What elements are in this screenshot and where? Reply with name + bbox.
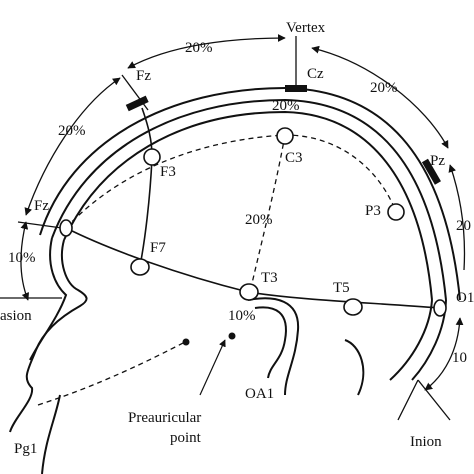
- label-pg1: Pg1: [14, 441, 37, 457]
- electrode-t3: [239, 283, 259, 301]
- inion-line-2: [417, 379, 451, 421]
- arc-vertex-pz: [311, 45, 449, 149]
- ear-inner: [254, 306, 287, 379]
- label-inion: Inion: [410, 434, 442, 450]
- label-f7: F7: [150, 240, 166, 256]
- arc-right-twenty: [448, 164, 466, 271]
- arc-fz-front: [24, 77, 121, 216]
- label-preauricular-2: point: [170, 430, 202, 446]
- inion-line: [397, 379, 419, 421]
- pct-middle: 20%: [245, 212, 273, 228]
- electrode-fz-side: [59, 219, 73, 237]
- ear-dot: [228, 332, 236, 340]
- label-t3: T3: [261, 270, 278, 286]
- label-fz-side: Fz: [34, 198, 49, 214]
- preauricular-dot: [182, 338, 190, 346]
- arc-ten-right: [424, 317, 464, 391]
- label-oa1: OA1: [245, 386, 274, 402]
- skull-arc-2: [51, 98, 447, 301]
- pct-right-10: 10: [452, 350, 467, 366]
- fz-side-tick: [17, 221, 63, 229]
- f3-f7-line: [139, 157, 153, 267]
- circumference-dashed: [65, 134, 397, 229]
- pct-left-10: 10%: [8, 250, 36, 266]
- ear-outer: [247, 297, 300, 396]
- pct-top-right: 20%: [370, 80, 398, 96]
- pct-inner-arc: 20%: [272, 98, 300, 114]
- cz-t3-dashed: [249, 134, 286, 293]
- arc-fz-vertex: [127, 34, 286, 69]
- pct-right-20: 20: [456, 218, 471, 234]
- electrode-f7: [130, 258, 150, 276]
- pz-marker: [421, 158, 441, 185]
- label-f3: F3: [160, 164, 176, 180]
- electrode-f3: [143, 148, 161, 166]
- occipital-inner: [389, 299, 433, 381]
- pct-top-left: 20%: [185, 40, 213, 56]
- label-preauricular-1: Preauricular: [128, 410, 201, 426]
- pct-ear-10: 10%: [228, 308, 256, 324]
- label-nasion: asion: [0, 308, 32, 324]
- preauricular-arrow: [199, 339, 226, 396]
- skull-outer-arc: [39, 86, 461, 301]
- fz-marker: [125, 95, 149, 112]
- pct-upper-left: 20%: [58, 123, 86, 139]
- label-o1: O1: [456, 290, 474, 306]
- electrode-o1: [433, 299, 447, 317]
- label-vertex: Vertex: [286, 20, 326, 36]
- label-fz-top: Fz: [136, 68, 151, 84]
- label-cz: Cz: [307, 66, 324, 82]
- label-p3: P3: [365, 203, 381, 219]
- arc-ten-left: [20, 221, 30, 301]
- face-profile: [9, 239, 88, 433]
- electrode-t5: [343, 298, 363, 316]
- face-inner-line: [29, 237, 68, 361]
- neck-curve: [344, 339, 365, 396]
- label-pz: Pz: [430, 153, 445, 169]
- chin-line: [41, 394, 61, 474]
- cz-marker: [285, 85, 307, 92]
- electrode-p3: [387, 203, 405, 221]
- label-t5: T5: [333, 280, 350, 296]
- label-c3: C3: [285, 150, 303, 166]
- electrode-c3: [276, 127, 294, 145]
- pg1-dashed: [37, 341, 186, 406]
